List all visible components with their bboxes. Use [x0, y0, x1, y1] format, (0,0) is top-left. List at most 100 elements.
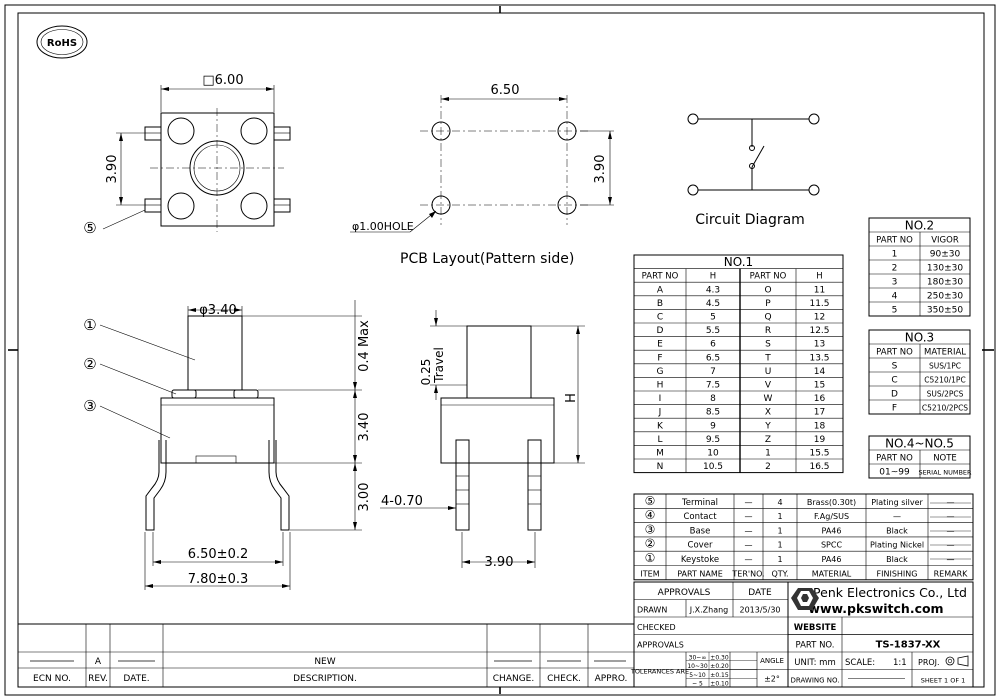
no1-cell: L — [657, 435, 662, 445]
circuit-title: Circuit Diagram — [695, 212, 805, 228]
no3-title: NO.3 — [905, 331, 934, 345]
leg-height-dim: 3.00 — [357, 483, 372, 512]
bom-cell: — — [745, 526, 753, 535]
bom-cell: — — [947, 512, 955, 521]
tolerance-value: ±0.15 — [710, 672, 729, 679]
tolerance-range: ~ 5 — [692, 681, 703, 688]
no1-cell: 5.5 — [706, 326, 720, 336]
revision-header-cell: ECN NO. — [33, 674, 71, 684]
callout-3: ③ — [83, 397, 96, 415]
bom-cell: 1 — [777, 541, 782, 550]
scale-value: 1:1 — [893, 658, 907, 668]
no1-cell: 10 — [707, 449, 719, 459]
no1-cell: W — [764, 394, 773, 404]
revision-header-cell: REV. — [88, 674, 108, 684]
callout-1: ① — [83, 316, 96, 334]
no2-cell: 90±30 — [930, 250, 961, 260]
bom-cell: ③ — [645, 522, 656, 536]
no3-cell: C5210/1PC — [924, 376, 965, 385]
sheet-label: SHEET 1 OF 1 — [921, 677, 966, 685]
rohs-text: RoHS — [47, 38, 77, 49]
no1-cell: 4.3 — [706, 285, 720, 295]
no1-title: NO.1 — [724, 255, 753, 269]
no1-cell: Y — [764, 421, 771, 431]
bom-cell: ⑤ — [645, 494, 656, 508]
no1-cell: Q — [764, 313, 771, 323]
revision-description: NEW — [314, 657, 335, 667]
no3-cell: SUS/2PCS — [927, 390, 964, 399]
no1-header-cell: H — [710, 272, 716, 282]
bom-cell: — — [947, 498, 955, 507]
part-no-value: TS-1837-XX — [876, 640, 941, 651]
drawn-by: J.X.Zhang — [689, 606, 729, 615]
no1-cell: R — [765, 326, 771, 336]
no1-cell: P — [765, 299, 771, 309]
bom-header-cell: REMARK — [934, 569, 969, 578]
no1-cell: 2 — [765, 462, 771, 472]
no3-cell: S — [892, 362, 898, 372]
tolerance-range: 10~30 — [687, 663, 707, 670]
bom-cell: SPCC — [821, 541, 842, 550]
no1-cell: 16.5 — [809, 462, 829, 472]
circuit-diagram-symbol — [687, 113, 820, 196]
bom-header-cell: ITEM — [640, 569, 659, 578]
no2-cell: 180±30 — [927, 278, 963, 288]
bom-header-cell: PART NAME — [677, 569, 723, 578]
no3-cell: C5210/2PCS — [922, 404, 968, 413]
no1-cell: 9.5 — [706, 435, 720, 445]
side-pin-pitch-dim: 3.90 — [485, 555, 514, 570]
no1-cell: 6.5 — [706, 353, 720, 363]
penk-logo-icon — [791, 588, 819, 610]
scale-label: SCALE: — [845, 658, 875, 668]
bom-cell: ① — [645, 551, 656, 565]
bom-cell: F.Ag/SUS — [814, 512, 849, 521]
no1-cell: 12.5 — [809, 326, 829, 336]
bom-cell: Contact — [683, 512, 717, 522]
bom-cell: 1 — [777, 526, 782, 535]
no1-cell: 11.5 — [809, 299, 829, 309]
no2-cell: 4 — [892, 292, 898, 302]
pin-width-dim: 4-0.70 — [381, 494, 423, 509]
no2-title: NO.2 — [905, 219, 934, 233]
bom-cell: — — [947, 555, 955, 564]
callout-2: ② — [83, 355, 96, 373]
no2-cell: 2 — [892, 264, 898, 274]
bom-cell: 1 — [777, 555, 782, 564]
bom-cell: 1 — [777, 512, 782, 521]
bom-cell: ② — [645, 537, 656, 551]
bom-cell: Keystoke — [681, 555, 719, 565]
no1-cell: 9 — [710, 421, 716, 431]
no1-cell: O — [764, 285, 771, 295]
no3-cell: D — [891, 390, 898, 400]
bom-cell: — — [745, 555, 753, 564]
no3-cell: SUS/1PC — [929, 362, 961, 371]
no1-cell: C — [657, 313, 663, 323]
bom-cell: — — [745, 498, 753, 507]
no3-cell: C — [891, 376, 897, 386]
pcb-layout — [350, 95, 614, 233]
no1-cell: A — [657, 285, 664, 295]
pin-pitch-dim: 6.50±0.2 — [188, 547, 249, 562]
no45-header-cell: NOTE — [933, 454, 957, 464]
no1-cell: 5 — [710, 313, 716, 323]
no1-cell: 7 — [710, 367, 716, 377]
date-label: DATE — [748, 588, 772, 598]
revision-header-cell: APPRO. — [595, 674, 628, 684]
no1-cell: 19 — [814, 435, 826, 445]
height-h-label: H — [564, 393, 579, 403]
part-no-label: PART NO. — [796, 641, 835, 651]
no1-cell: 1 — [765, 449, 771, 459]
travel-dim: 0.25 — [419, 359, 433, 386]
no45-title: NO.4~NO.5 — [885, 437, 954, 451]
no1-cell: J — [658, 408, 662, 418]
revision-header-cell: DATE. — [123, 674, 149, 684]
revision-header-cell: CHECK. — [547, 674, 581, 684]
no1-cell: D — [657, 326, 664, 336]
no1-header-cell: PART NO — [750, 272, 787, 282]
